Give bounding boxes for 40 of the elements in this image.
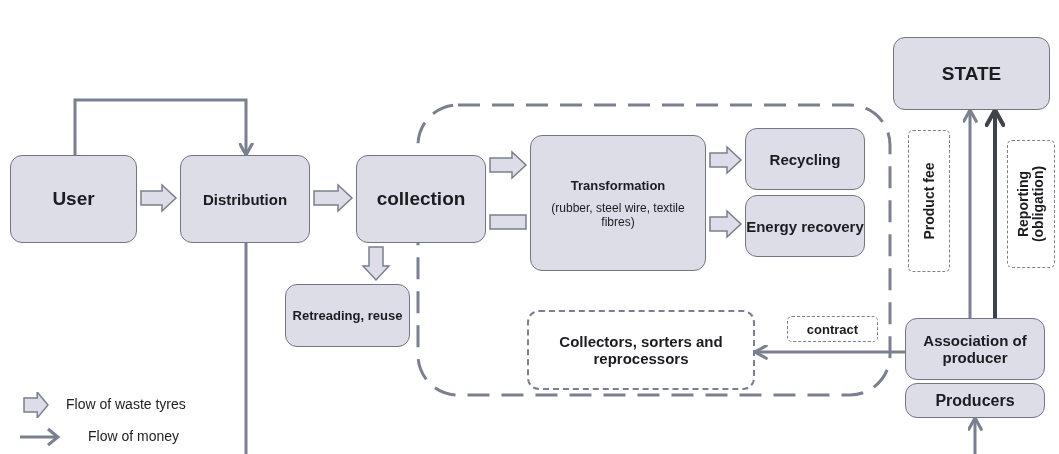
actor-box (527, 310, 755, 390)
block-arrow (709, 209, 743, 239)
node-title: Association of producer (922, 332, 1028, 366)
process-box (530, 135, 706, 271)
block-arrow (361, 246, 391, 282)
process-box (356, 155, 486, 243)
edge-label: Product fee (921, 161, 937, 242)
arrow (753, 344, 905, 360)
node-title: Distribution (202, 190, 288, 208)
process-box (745, 128, 865, 190)
node-title: Transformation (570, 177, 666, 193)
edge-label: contract (806, 321, 859, 337)
edge-label: Reporting (obligation) (1016, 164, 1046, 245)
process-box (905, 383, 1045, 418)
process-box (745, 195, 865, 257)
node-title: Energy recovery (746, 217, 864, 235)
process-box (285, 284, 410, 347)
node-title: Collectors, sorters and reprocessors (558, 333, 724, 367)
node-title: Producers (935, 391, 1015, 410)
block-arrow (709, 145, 743, 175)
block-arrow (489, 150, 528, 180)
connector-line (244, 243, 248, 454)
legend-text: Flow of money (88, 428, 180, 444)
node-title: User (52, 188, 95, 210)
node-title: Recycling (769, 150, 841, 168)
process-box (905, 318, 1045, 380)
node-title: Retreading, reuse (292, 308, 403, 323)
legend-text: Flow of waste tyres (66, 396, 186, 412)
node-subtitle: (rubber, steel wire, textile fibres) (550, 200, 686, 229)
process-box (893, 37, 1050, 110)
node-title: STATE (941, 62, 1002, 85)
process-box (180, 155, 310, 243)
arrow (73, 98, 254, 157)
arrow (967, 416, 983, 454)
arrow (962, 108, 978, 318)
process-box (10, 155, 137, 243)
block-arrow (489, 214, 527, 230)
block-arrow (313, 183, 354, 213)
node-title: collection (376, 188, 466, 210)
block-arrow (140, 183, 178, 213)
